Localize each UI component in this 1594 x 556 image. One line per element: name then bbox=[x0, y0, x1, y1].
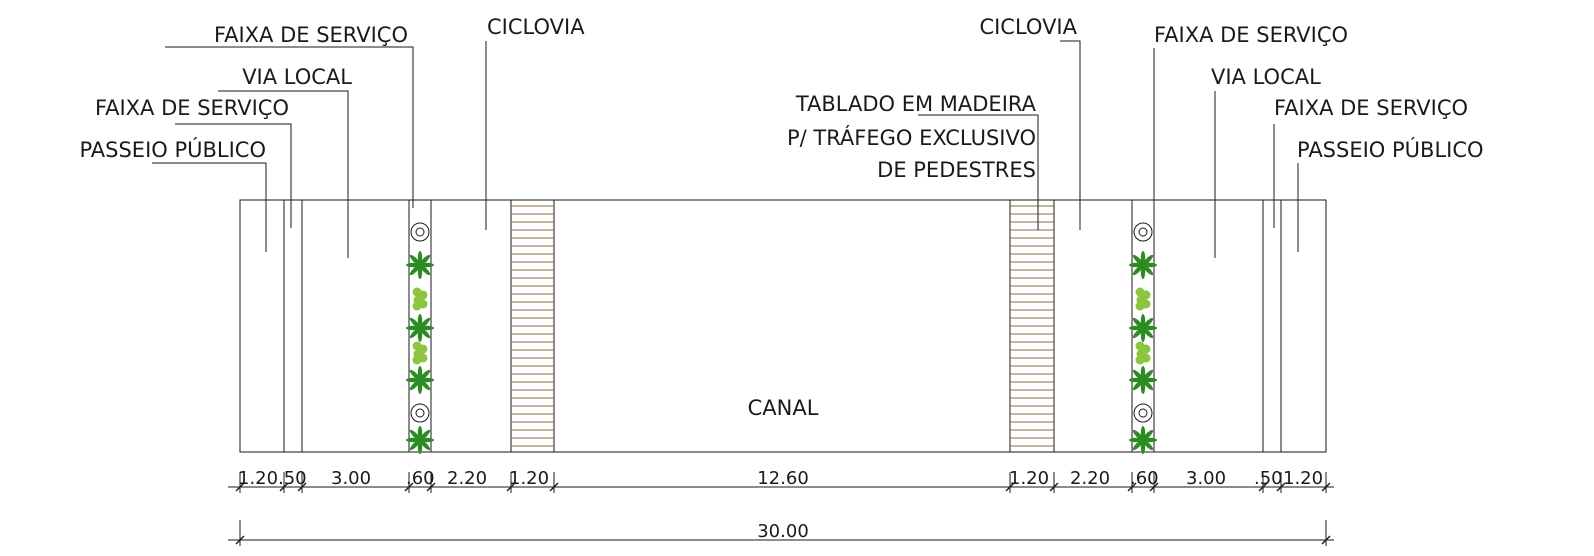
wood-deck-right bbox=[1009, 199, 1055, 453]
dim-right-5: .50 bbox=[1254, 468, 1283, 489]
dim-left-5: 2.20 bbox=[447, 468, 487, 489]
wood-deck-left bbox=[510, 199, 555, 453]
dim-right-4: 3.00 bbox=[1186, 468, 1226, 489]
planting-strip-left bbox=[406, 251, 434, 454]
label-ciclovia-left: CICLOVIA bbox=[487, 15, 585, 39]
tree-icon bbox=[1133, 403, 1153, 423]
dim-left-4: .60 bbox=[406, 468, 435, 489]
bush-icon bbox=[1135, 287, 1151, 311]
dim-center: 12.60 bbox=[757, 468, 809, 489]
dim-right-2: 2.20 bbox=[1070, 468, 1110, 489]
bush-icon bbox=[412, 287, 428, 311]
dim-total: 30.00 bbox=[757, 521, 809, 542]
planting-strip-right bbox=[1129, 251, 1157, 454]
dim-right-1: 1.20 bbox=[1009, 468, 1049, 489]
label-tablado-line2: P/ TRÁFEGO EXCLUSIVO bbox=[787, 125, 1036, 150]
dimension-line-total bbox=[228, 520, 1334, 546]
label-via-local-right: VIA LOCAL bbox=[1211, 65, 1321, 89]
dim-right-3: .60 bbox=[1130, 468, 1159, 489]
label-faixa-de-servico-upper-left: FAIXA DE SERVIÇO bbox=[214, 23, 408, 47]
shrub-icon bbox=[1129, 251, 1157, 279]
label-passeio-publico-left: PASSEIO PÚBLICO bbox=[79, 137, 266, 162]
shrub-icon bbox=[406, 251, 434, 279]
leader-lines bbox=[152, 40, 1299, 258]
tree-icon bbox=[1133, 222, 1153, 242]
dim-right-6: 1.20 bbox=[1283, 468, 1323, 489]
tree-icon bbox=[410, 403, 430, 423]
label-tablado-line3: DE PEDESTRES bbox=[877, 158, 1036, 182]
label-via-local-left: VIA LOCAL bbox=[242, 65, 352, 89]
dim-left-3: 3.00 bbox=[331, 468, 371, 489]
tree-icon bbox=[410, 222, 430, 242]
dim-left-6: 1.20 bbox=[509, 468, 549, 489]
shrub-icon bbox=[1129, 314, 1157, 342]
label-tablado-line1: TABLADO EM MADEIRA bbox=[795, 92, 1037, 116]
bush-icon bbox=[1135, 341, 1151, 365]
shrub-icon bbox=[406, 314, 434, 342]
label-passeio-publico-right: PASSEIO PÚBLICO bbox=[1297, 137, 1484, 162]
shrub-icon bbox=[1129, 366, 1157, 394]
label-faixa-de-servico-lower-right: FAIXA DE SERVIÇO bbox=[1274, 96, 1468, 120]
label-faixa-de-servico-lower-left: FAIXA DE SERVIÇO bbox=[95, 96, 289, 120]
dim-left-1: 1.20 bbox=[238, 468, 278, 489]
shrub-icon bbox=[406, 366, 434, 394]
strip-boundaries bbox=[283, 200, 1282, 452]
section-outline bbox=[239, 199, 1327, 453]
bush-icon bbox=[412, 341, 428, 365]
label-ciclovia-right: CICLOVIA bbox=[979, 15, 1077, 39]
dim-left-2: .50 bbox=[278, 468, 307, 489]
dimension-ticks-strips bbox=[235, 472, 1331, 493]
shrub-icon bbox=[1129, 426, 1157, 454]
label-faixa-de-servico-upper-right: FAIXA DE SERVIÇO bbox=[1154, 23, 1348, 47]
shrub-icon bbox=[406, 426, 434, 454]
dimension-ticks-total bbox=[235, 535, 1331, 545]
label-canal: CANAL bbox=[748, 396, 819, 420]
